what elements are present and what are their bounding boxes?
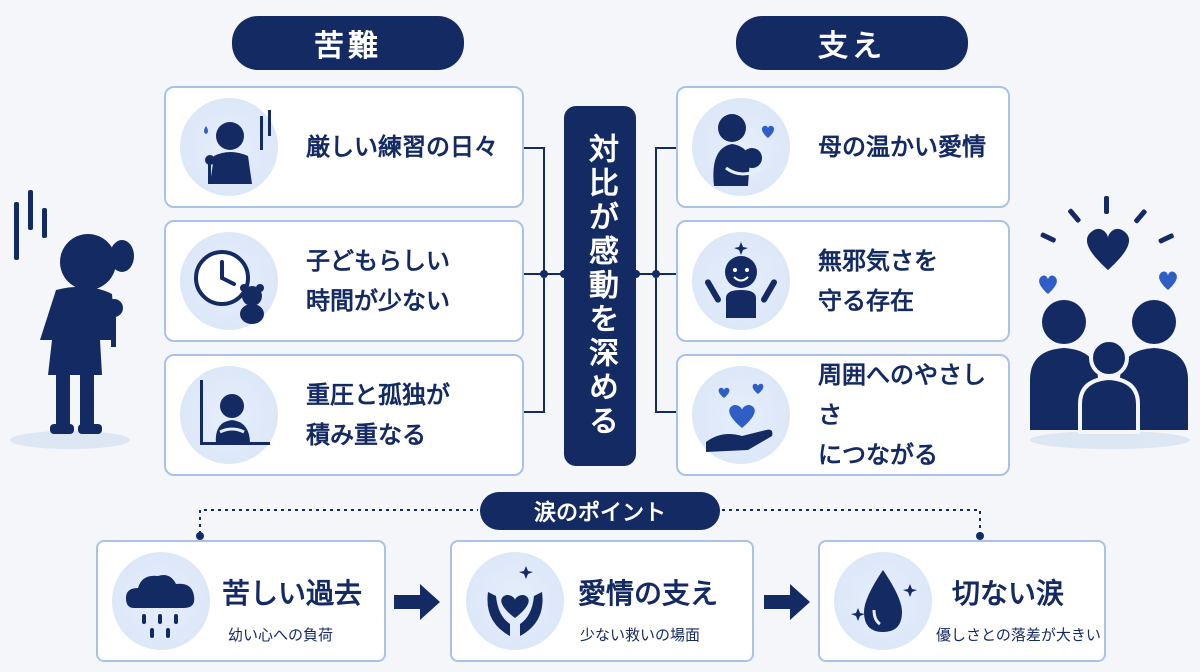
tear-point-title-1: 苦しい過去 <box>222 577 363 610</box>
tear-point-subtitle-3: 優しさとの落差が大きい <box>936 626 1101 644</box>
sad-girl-singing-illustration <box>10 190 134 449</box>
support-text-3-line-2: につながる <box>818 441 938 469</box>
support-text-1-line-1: 母の温かい愛情 <box>818 133 986 161</box>
arrow-right-icon <box>394 584 440 620</box>
contrast-label-text: 対比が感動を深める <box>583 133 618 439</box>
support-header: 支え <box>736 16 968 70</box>
hardship-text-3-line-1: 重圧と孤独が <box>306 381 450 409</box>
tear-point-subtitle-2: 少ない救いの場面 <box>580 626 701 644</box>
hardship-card-practice: 厳しい練習の日々 <box>164 86 524 208</box>
family-with-hearts-illustration <box>1030 196 1190 449</box>
lonely-child-icon <box>200 380 270 445</box>
contrast-label: 対比が感動を深める <box>564 106 636 466</box>
hardship-text-1-line-1: 厳しい練習の日々 <box>306 133 498 161</box>
hardship-text-2-line-1: 子どもらしい <box>306 247 450 275</box>
hardship-card-pressure: 重圧と孤独が 積み重なる <box>164 354 524 476</box>
mother-hugging-child-icon <box>713 114 775 186</box>
support-card-mother: 母の温かい愛情 <box>676 86 1010 208</box>
child-singing-practice-icon <box>204 110 271 184</box>
support-card-innocence: 無邪気さを 守る存在 <box>676 220 1010 342</box>
hardship-text-3-line-2: 積み重なる <box>306 421 426 449</box>
hand-with-hearts-icon <box>706 383 773 452</box>
tear-point-header: 涙のポイント <box>480 492 720 530</box>
hands-heart-icon <box>487 566 543 636</box>
teardrop-icon <box>851 570 917 632</box>
tear-point-subtitle-1: 幼い心への負荷 <box>228 626 334 644</box>
happy-child-icon <box>705 242 777 318</box>
hardship-card-childhood: 子どもらしい 時間が少ない <box>164 220 524 342</box>
tear-point-card-past: 苦しい過去 幼い心への負荷 <box>96 540 386 662</box>
support-card-kindness: 周囲へのやさしさ につながる <box>676 354 1010 476</box>
clock-teddy-bear-icon <box>194 250 264 324</box>
support-text-2-line-1: 無邪気さを <box>818 247 938 275</box>
support-text-3-line-1: 周囲へのやさしさ <box>818 361 986 429</box>
hardship-text-2-line-2: 時間が少ない <box>306 287 450 315</box>
tear-point-card-tears: 切ない涙 優しさとの落差が大きい <box>818 540 1106 662</box>
tear-point-title-2: 愛情の支え <box>578 577 719 610</box>
support-text-2-line-2: 守る存在 <box>818 287 914 315</box>
rain-cloud-icon <box>126 575 195 638</box>
tear-point-title-3: 切ない涙 <box>952 577 1065 610</box>
arrow-right-icon-2 <box>764 584 810 620</box>
hardship-header: 苦難 <box>232 16 464 70</box>
tear-point-card-love: 愛情の支え 少ない救いの場面 <box>450 540 754 662</box>
